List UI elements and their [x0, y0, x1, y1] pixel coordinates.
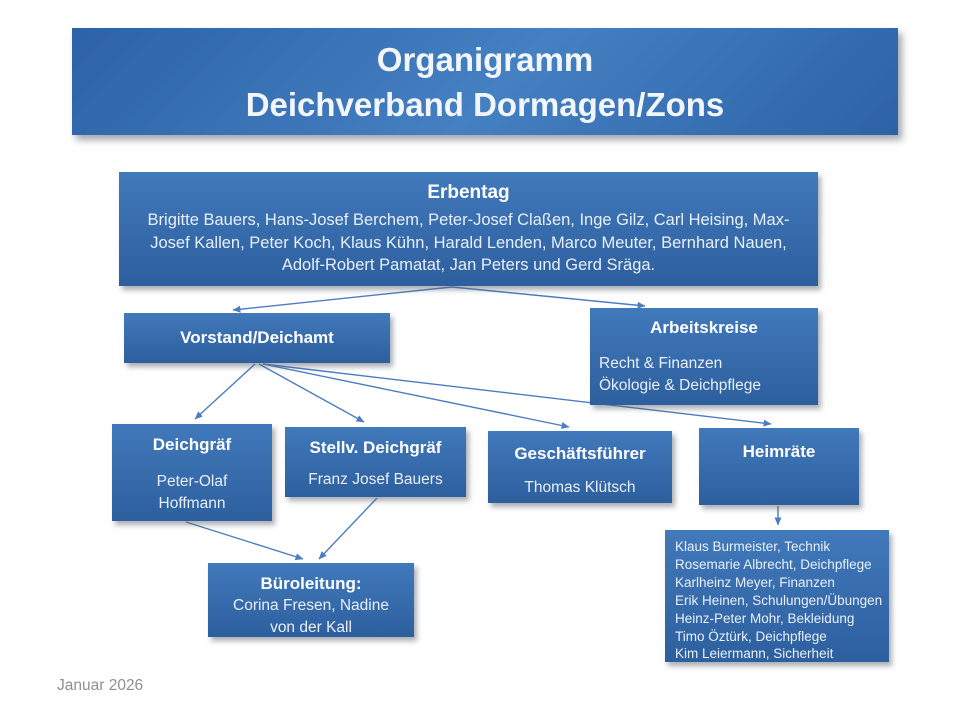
arrow-vorstand-to-deichgraef [194, 363, 256, 420]
arbeitskreise-topic-2: Ökologie & Deichpflege [599, 377, 761, 394]
arbeitskreise-title: Arbeitskreise [650, 318, 758, 337]
bueroleitung-box: Büroleitung: Corina Fresen, Nadine von d… [208, 563, 414, 637]
list-item: Karlheinz Meyer, Finanzen [675, 574, 835, 590]
geschaeftsfuehrer-name: Thomas Klütsch [524, 479, 636, 496]
deichgraef-name: Peter-Olaf Hoffmann [156, 473, 228, 512]
heimraete-box: Heimräte [699, 428, 859, 505]
geschaeftsfuehrer-title: Geschäftsführer [514, 444, 646, 463]
deichgraef-box: Deichgräf Peter-Olaf Hoffmann [112, 424, 272, 521]
stellv-deichgraef-name: Franz Josef Bauers [308, 471, 443, 488]
heimraete-title: Heimräte [742, 442, 816, 461]
slide-title-line2: Deichverband Dormagen/Zons [245, 85, 725, 123]
arrow-stellv-to-bueroleitung [318, 497, 378, 560]
list-item: Rosemarie Albrecht, Deichpflege [675, 556, 872, 572]
heimraete-member-list: Klaus Burmeister, Technik Rosemarie Albr… [665, 530, 889, 662]
date-label: Januar 2026 [57, 677, 144, 694]
list-item: Erik Heinen, Schulungen/Übungen [675, 592, 883, 608]
geschaeftsfuehrer-box: Geschäftsführer Thomas Klütsch [488, 431, 672, 503]
slide-title-banner: Organigramm Deichverband Dormagen/Zons [72, 28, 898, 135]
list-item: Klaus Burmeister, Technik [675, 539, 831, 554]
bueroleitung-title: Büroleitung: [260, 574, 362, 593]
stellv-deichgraef-title: Stellv. Deichgräf [309, 438, 442, 457]
list-item: Timo Öztürk, Deichpflege [675, 628, 827, 644]
erbentag-box: Erbentag Brigitte Bauers, Hans-Josef Ber… [119, 172, 818, 286]
erbentag-members: Brigitte Bauers, Hans-Josef Berchem, Pet… [147, 211, 790, 274]
arrow-vorstand-to-geschaeftsfuehrer [262, 363, 570, 429]
arrow-erbentag-to-arbeitskreise [451, 286, 646, 309]
erbentag-title: Erbentag [427, 182, 510, 203]
stellv-deichgraef-box: Stellv. Deichgräf Franz Josef Bauers [285, 427, 466, 497]
bueroleitung-names: Corina Fresen, Nadine von der Kall [233, 597, 389, 636]
list-item: Heinz-Peter Mohr, Bekleidung [675, 610, 855, 626]
list-item: Kim Leiermann, Sicherheit [675, 646, 834, 662]
slide-title-line1: Organigramm [376, 40, 594, 78]
arrow-erbentag-to-vorstand [232, 286, 453, 313]
arrow-deichgraef-to-bueroleitung [185, 521, 304, 561]
arbeitskreise-box: Arbeitskreise Recht & Finanzen Ökologie … [590, 308, 818, 405]
arbeitskreise-topics: Recht & Finanzen Ökologie & Deichpflege [590, 353, 818, 397]
vorstand-deichamt-box: Vorstand/Deichamt [124, 313, 390, 363]
vorstand-title: Vorstand/Deichamt [180, 328, 334, 347]
deichgraef-title: Deichgräf [152, 435, 232, 454]
arrow-vorstand-to-stellv [258, 363, 365, 423]
arbeitskreise-topic-1: Recht & Finanzen [599, 355, 723, 372]
